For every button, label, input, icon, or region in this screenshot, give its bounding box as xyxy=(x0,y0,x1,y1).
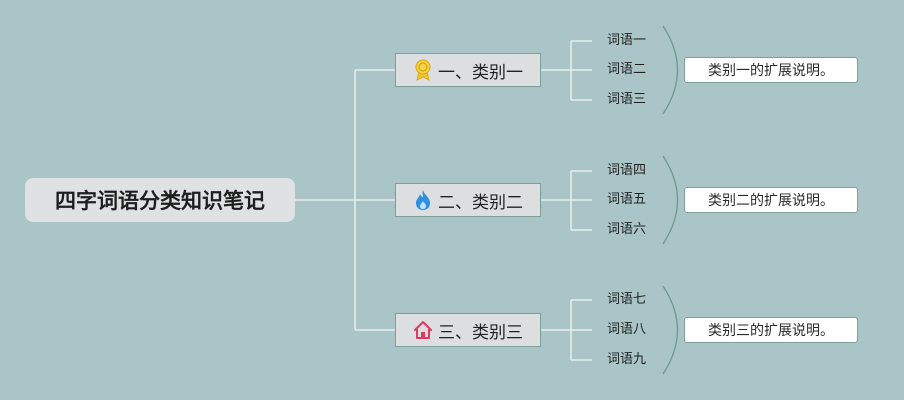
summary-brace xyxy=(662,155,679,245)
word-item[interactable]: 词语二 xyxy=(607,62,647,77)
word-item[interactable]: 词语三 xyxy=(607,92,647,107)
word-item[interactable]: 词语七 xyxy=(607,292,647,307)
category-node[interactable]: 三、类别三 xyxy=(395,313,541,347)
category-label: 二、类别二 xyxy=(438,192,523,213)
fire-icon xyxy=(413,189,433,211)
category-node[interactable]: 二、类别二 xyxy=(395,183,541,217)
word-item[interactable]: 词语四 xyxy=(607,163,647,178)
word-item[interactable]: 词语八 xyxy=(607,322,647,337)
summary-note[interactable]: 类别二的扩展说明。 xyxy=(684,187,858,213)
category-node[interactable]: 一、类别一 xyxy=(395,53,541,87)
root-topic[interactable]: 四字词语分类知识笔记 xyxy=(25,178,295,222)
category-label: 一、类别一 xyxy=(438,62,523,83)
word-item[interactable]: 词语六 xyxy=(607,222,647,237)
category-label: 三、类别三 xyxy=(438,322,523,343)
summary-brace xyxy=(662,285,679,375)
summary-brace xyxy=(662,25,679,115)
word-item[interactable]: 词语九 xyxy=(607,352,647,367)
medal-icon xyxy=(413,59,433,81)
summary-note[interactable]: 类别一的扩展说明。 xyxy=(684,57,858,83)
summary-note[interactable]: 类别三的扩展说明。 xyxy=(684,317,858,343)
word-item[interactable]: 词语一 xyxy=(607,33,647,48)
word-item[interactable]: 词语五 xyxy=(607,192,647,207)
home-icon xyxy=(413,319,433,341)
